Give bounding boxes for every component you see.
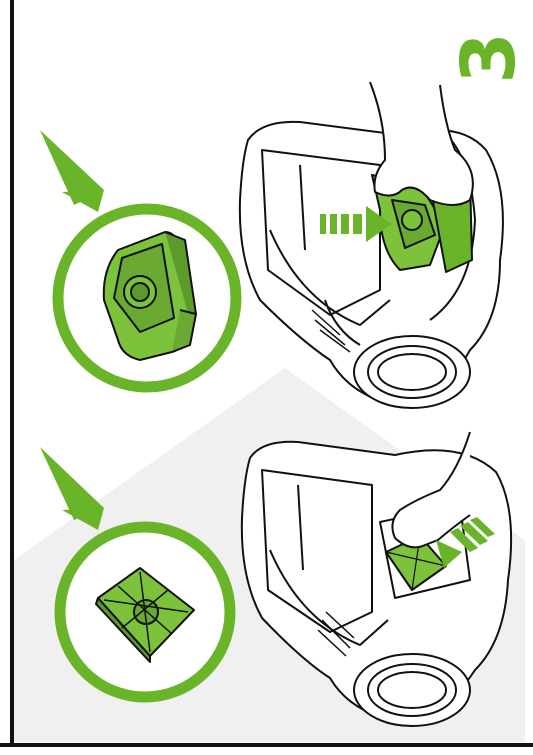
callout-pointer-top bbox=[40, 130, 104, 212]
callout-pointer-bottom bbox=[40, 447, 104, 530]
step-number: 3 bbox=[439, 18, 533, 98]
foam-filter-part bbox=[104, 232, 196, 360]
